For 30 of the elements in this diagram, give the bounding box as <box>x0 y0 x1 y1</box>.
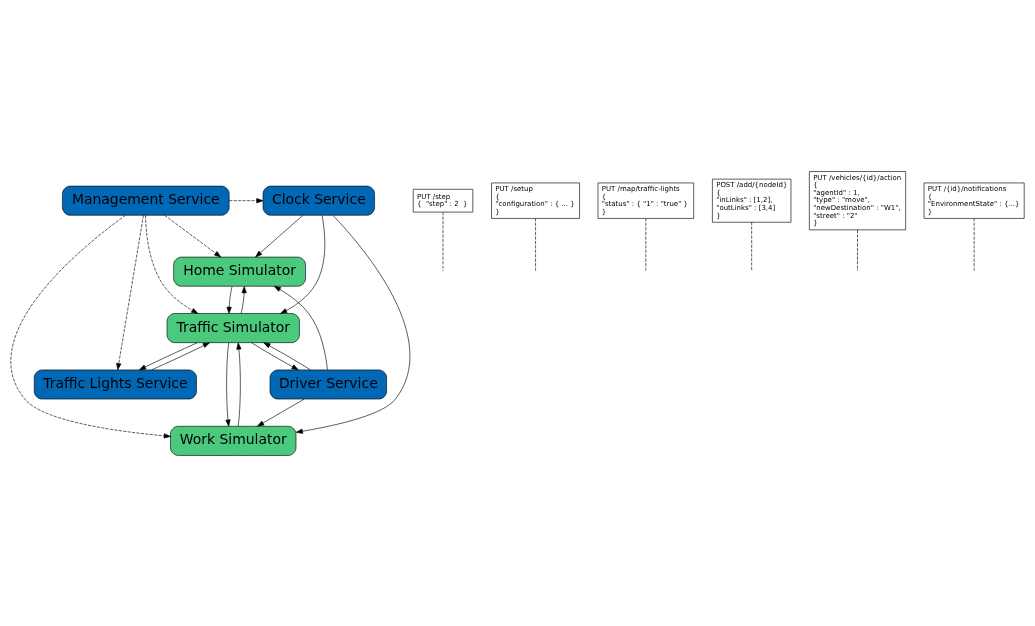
arrow <box>145 214 199 314</box>
arrow <box>257 398 305 427</box>
arrow <box>263 341 311 370</box>
connector <box>751 221 752 271</box>
arrow <box>225 342 231 427</box>
arrow <box>151 341 210 370</box>
node-box: Work Simulator <box>170 425 297 456</box>
arrow <box>164 214 222 257</box>
arrow <box>236 342 242 427</box>
arrow <box>273 285 328 370</box>
arrow <box>251 341 299 370</box>
arrow <box>10 214 171 438</box>
connector <box>535 217 536 271</box>
arrow <box>240 285 247 314</box>
node-box: Traffic Simulator <box>166 312 300 343</box>
node-box: Clock Service <box>262 185 375 216</box>
connector <box>973 217 975 271</box>
arrow <box>255 214 304 257</box>
arrow <box>139 341 198 370</box>
node-box: Driver Service <box>269 369 387 399</box>
connector <box>645 217 647 271</box>
arrow <box>295 214 411 434</box>
arrow <box>228 197 264 203</box>
arrow <box>226 285 233 314</box>
node-box: Management Service <box>62 185 230 216</box>
node-box: Traffic Lights Service <box>33 369 197 399</box>
arrow <box>116 214 144 370</box>
connector <box>857 229 858 271</box>
arrow <box>280 214 326 314</box>
node-box: Home Simulator <box>173 256 306 287</box>
